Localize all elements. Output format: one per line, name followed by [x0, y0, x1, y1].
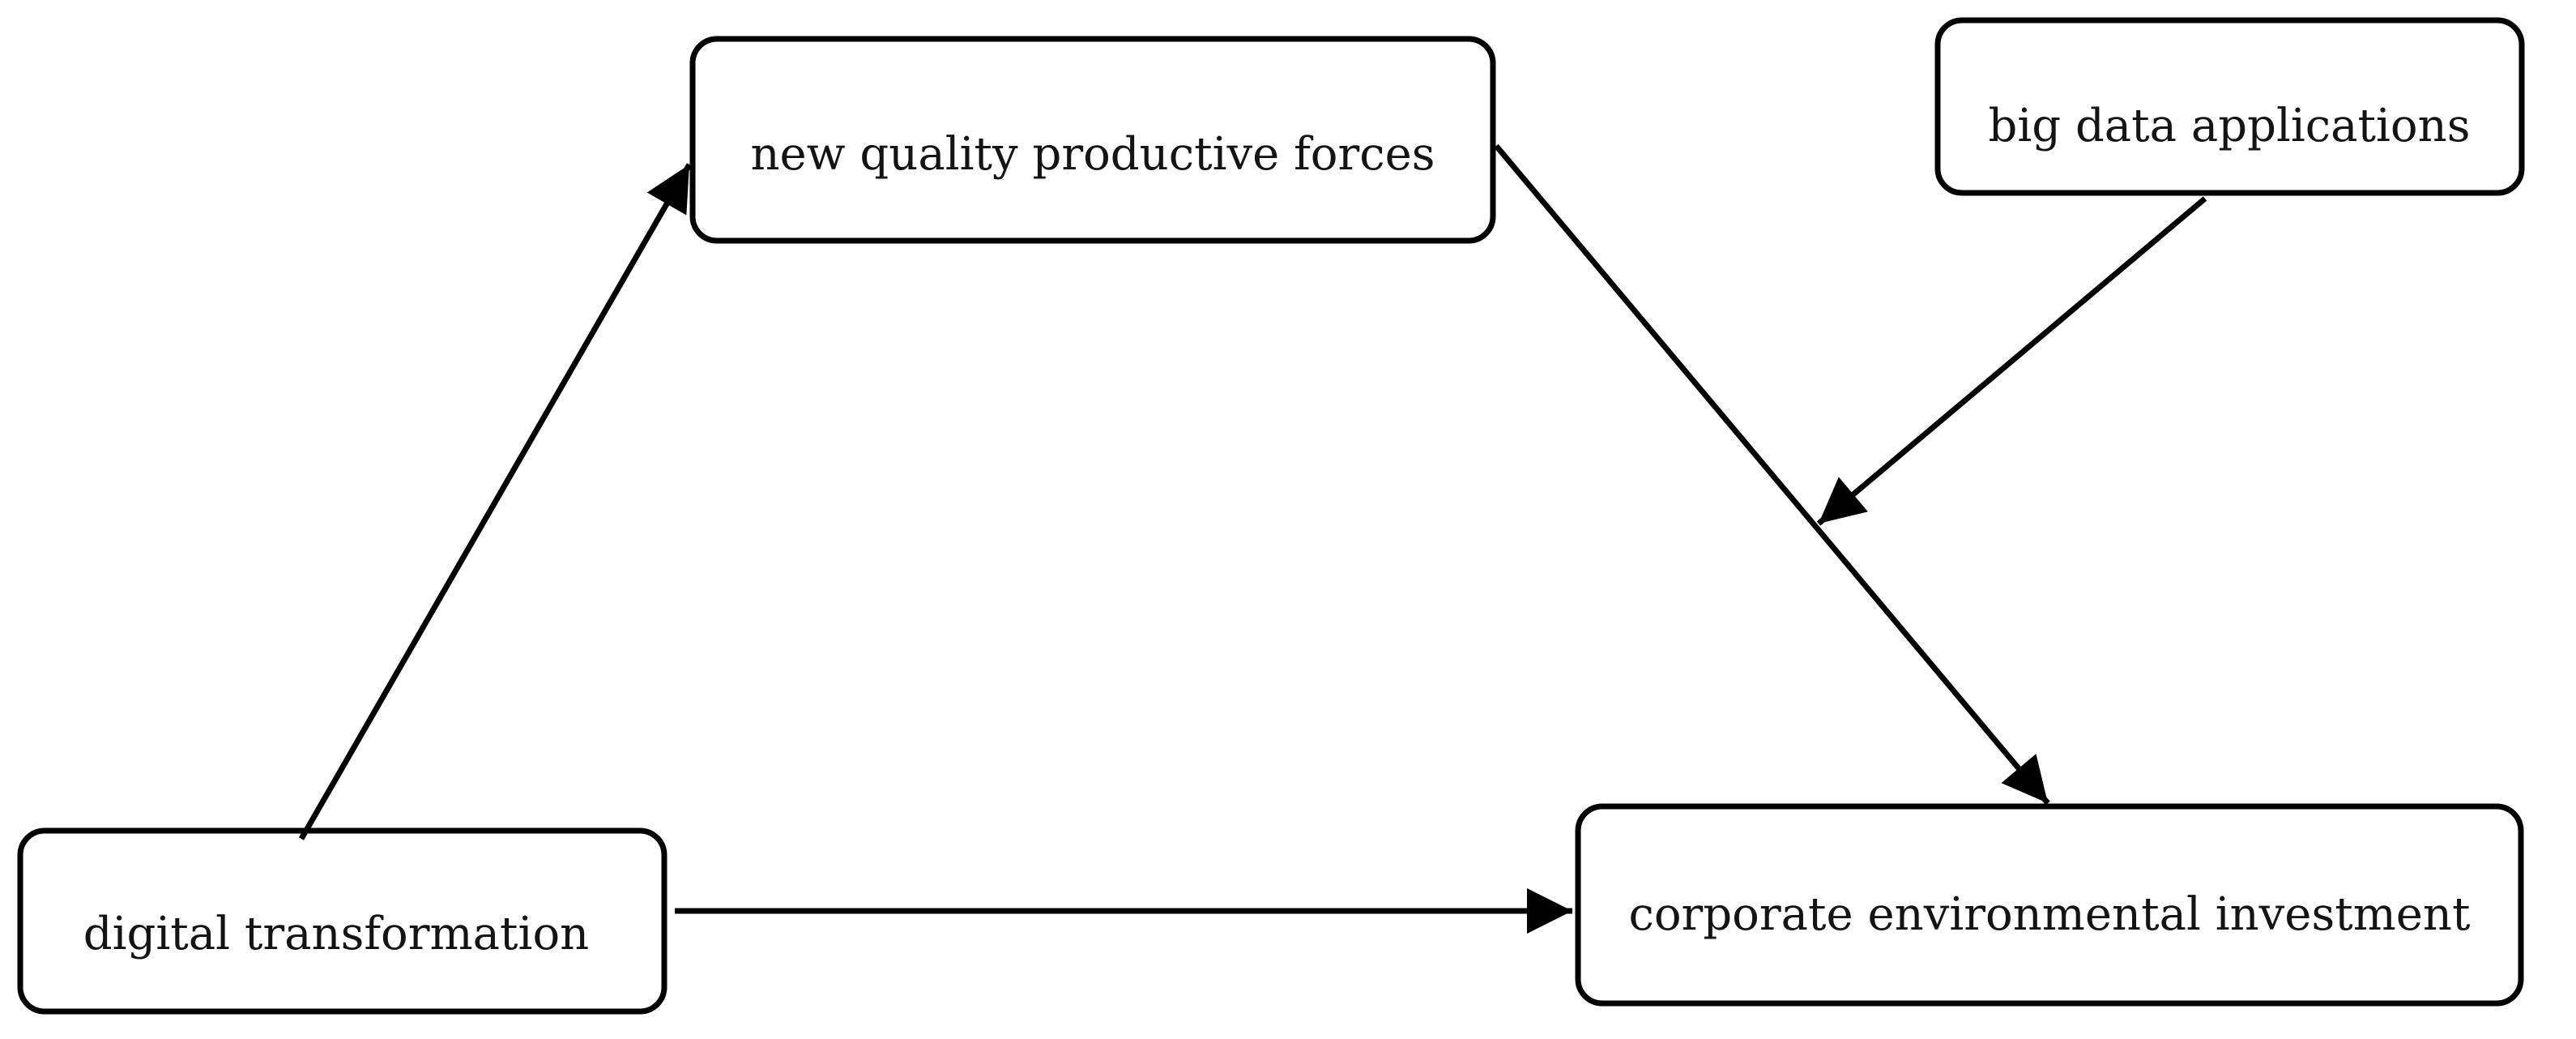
node-corporate-environmental-investment: corporate environmental investment	[1575, 803, 2524, 1007]
node-box-big-data-applications	[1934, 17, 2525, 196]
node-box-digital-transformation	[17, 827, 667, 1015]
node-box-corporate-environmental-investment	[1575, 803, 2524, 1007]
arrow-digital-transformation-to-new-quality-productive-forces	[298, 163, 693, 840]
arrow-big-data-applications-to-mediation-path	[1816, 196, 2207, 526]
node-digital-transformation: digital transformation	[17, 827, 667, 1015]
arrow-new-quality-productive-forces-to-corporate-environmental-investment	[1494, 143, 2050, 806]
node-big-data-applications: big data applications	[1934, 17, 2525, 196]
node-label-new-quality-productive-forces: new quality productive forces	[750, 128, 1435, 181]
node-label-big-data-applications: big data applications	[1989, 100, 2471, 152]
node-label-corporate-environmental-investment: corporate environmental investment	[1628, 888, 2471, 941]
node-new-quality-productive-forces: new quality productive forces	[689, 36, 1496, 244]
node-label-digital-transformation: digital transformation	[83, 908, 589, 960]
node-box-new-quality-productive-forces	[689, 36, 1496, 244]
